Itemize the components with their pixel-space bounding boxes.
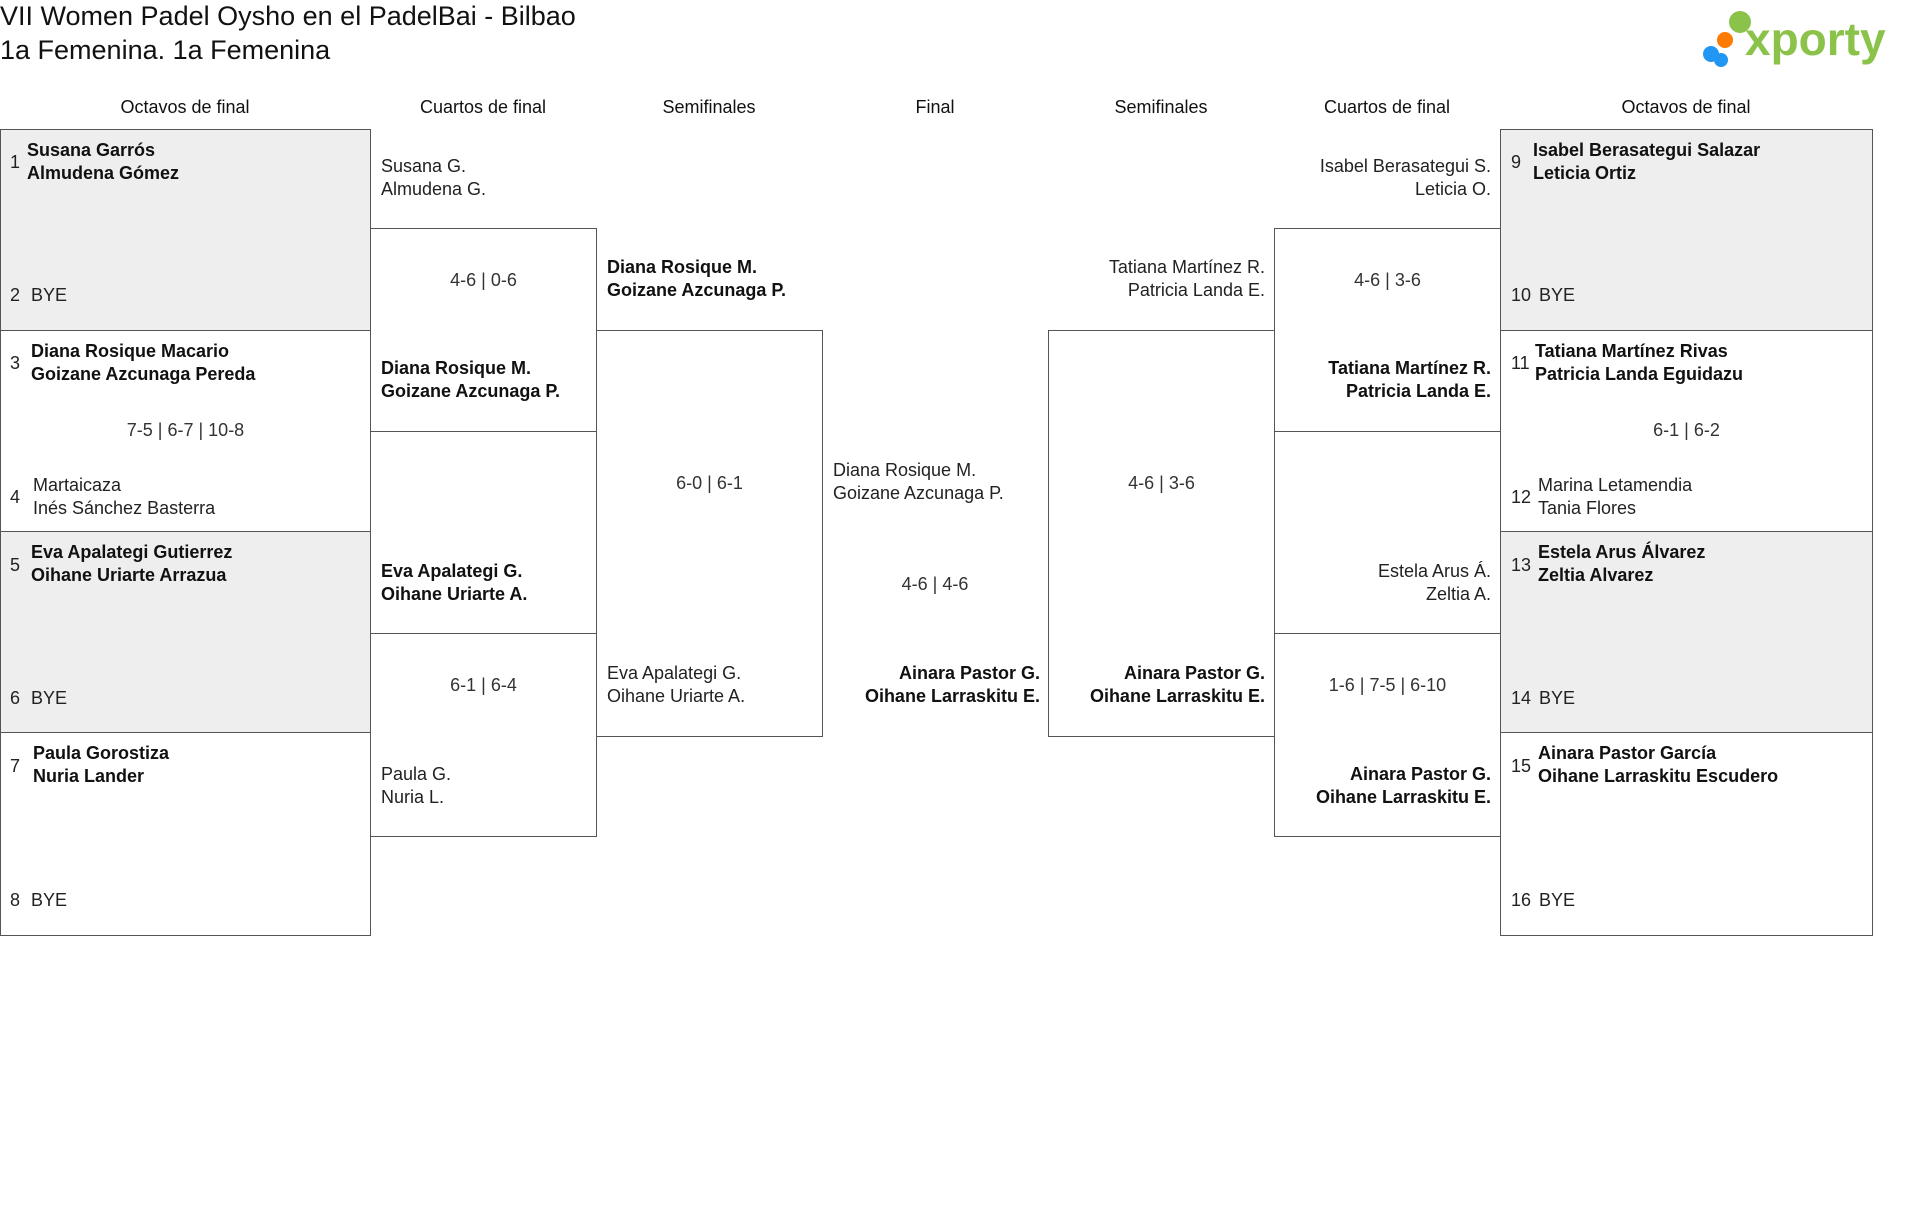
seed-number: 10 <box>1511 285 1532 305</box>
header-left-sf: Semifinales <box>662 97 756 117</box>
final-score: 4-6 | 4-6 <box>901 574 969 594</box>
match-score: 4-6 | 3-6 <box>1128 473 1195 493</box>
header-right-r16: Octavos de final <box>1621 97 1751 117</box>
seed-number: 16 <box>1511 890 1532 910</box>
team-name: Ainara Pastor G.Oihane Larraskitu E. <box>1315 764 1491 807</box>
seed-number: 7 <box>10 756 21 776</box>
match-box-right-r16-4[interactable] <box>1500 732 1873 936</box>
header-final: Final <box>915 97 955 117</box>
header-right-qf: Cuartos de final <box>1323 97 1451 117</box>
match-box-right-sf[interactable] <box>1048 330 1275 737</box>
seed-number: 11 <box>1511 353 1530 373</box>
brand-text: xporty <box>1745 13 1886 65</box>
match-score: 4-6 | 3-6 <box>1354 270 1421 290</box>
match-box-left-sf[interactable] <box>596 330 823 737</box>
seed-number: 13 <box>1511 555 1532 575</box>
match-box-left-r16-1[interactable] <box>0 129 371 331</box>
xporty-logo[interactable]: xporty <box>1697 4 1920 76</box>
team-name: Estela Arus Á.Zeltia A. <box>1377 561 1491 604</box>
seed-number: 6 <box>10 688 21 708</box>
seed-number: 4 <box>10 487 21 507</box>
match-score: 4-6 | 0-6 <box>450 270 517 290</box>
team-name: BYE <box>31 285 68 305</box>
header-right-sf: Semifinales <box>1114 97 1208 117</box>
team-name: Paula G.Nuria L. <box>381 764 452 807</box>
team-name: Tatiana Martínez R.Patricia Landa E. <box>1108 257 1265 300</box>
team-name: Diana Rosique M.Goizane Azcunaga P. <box>607 257 787 300</box>
match-score: 6-0 | 6-1 <box>676 473 743 493</box>
match-box-left-r16-3[interactable] <box>0 531 371 733</box>
team-name: BYE <box>31 688 68 708</box>
seed-number: 3 <box>10 353 21 373</box>
team-name: Isabel Berasategui S.Leticia O. <box>1319 156 1491 199</box>
seed-number: 12 <box>1511 487 1532 507</box>
team-name: Eva Apalategi G.Oihane Uriarte A. <box>381 561 528 604</box>
seed-number: 2 <box>10 285 21 305</box>
team-name: BYE <box>31 890 68 910</box>
seed-number: 9 <box>1511 152 1522 172</box>
finalist-right: Ainara Pastor G.Oihane Larraskitu E. <box>864 663 1040 706</box>
match-score: 6-1 | 6-2 <box>1653 420 1720 440</box>
team-name: BYE <box>1539 890 1576 910</box>
team-name: Susana G.Almudena G. <box>381 156 487 199</box>
seed-number: 15 <box>1511 756 1532 776</box>
seed-number: 5 <box>10 555 21 575</box>
seed-number: 14 <box>1511 688 1532 708</box>
team-name: Ainara Pastor G.Oihane Larraskitu E. <box>1089 663 1265 706</box>
tournament-title: VII Women Padel Oysho en el PadelBai - B… <box>0 1 576 31</box>
team-name: Eva Apalategi G.Oihane Uriarte A. <box>607 663 746 706</box>
category-title: 1a Femenina. 1a Femenina <box>0 35 331 65</box>
match-score: 6-1 | 6-4 <box>450 675 517 695</box>
match-box-right-r16-3[interactable] <box>1500 531 1873 733</box>
finalist-left: Diana Rosique M.Goizane Azcunaga P. <box>833 460 1004 503</box>
match-box-right-r16-1[interactable] <box>1500 129 1873 331</box>
team-name: Tatiana Martínez R.Patricia Landa E. <box>1328 358 1491 401</box>
match-score: 1-6 | 7-5 | 6-10 <box>1328 675 1447 695</box>
team-name: Diana Rosique M.Goizane Azcunaga P. <box>381 358 561 401</box>
team-name: BYE <box>1539 688 1576 708</box>
match-score: 7-5 | 6-7 | 10-8 <box>126 420 245 440</box>
header-left-qf: Cuartos de final <box>419 97 547 117</box>
header-left-r16: Octavos de final <box>120 97 250 117</box>
seed-number: 8 <box>10 890 21 910</box>
seed-number: 1 <box>10 152 21 172</box>
team-name: BYE <box>1539 285 1576 305</box>
